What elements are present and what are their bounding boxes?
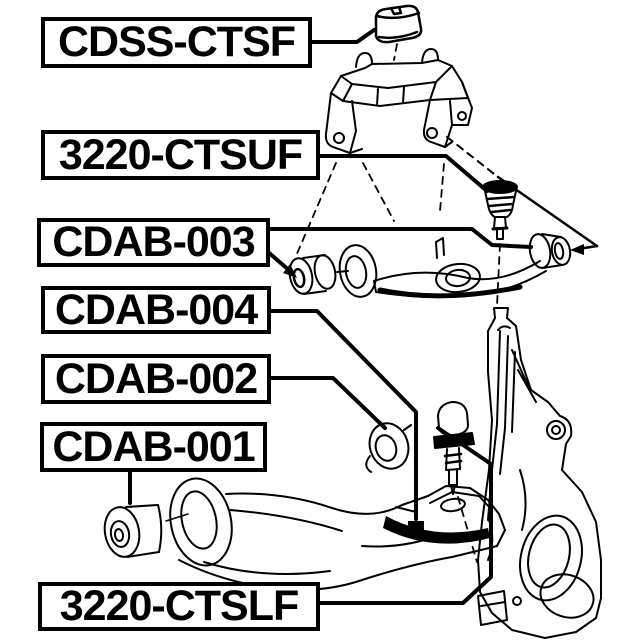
lower-ball-joint-icon	[433, 401, 475, 495]
leader-line-cdab-002	[267, 376, 387, 430]
rear-bushing-marker-icon	[408, 521, 424, 537]
part-label-text: CDAB-001	[52, 422, 255, 471]
part-label-text: CDSS-CTSF	[57, 18, 296, 66]
steering-knuckle-icon	[477, 307, 602, 639]
part-label-cdab-001: CDAB-001	[40, 422, 267, 472]
lower-arm-front-bushing-icon	[103, 504, 163, 558]
part-label-3220-ctsuf: 3220-CTSUF	[41, 130, 320, 180]
part-label-cdab-003: CDAB-003	[37, 218, 270, 267]
part-label-cdab-004: CDAB-004	[41, 286, 271, 334]
part-label-text: CDAB-002	[54, 354, 258, 403]
upper-arm-bushing-left-icon	[288, 254, 337, 295]
upper-arm-bracket-icon	[324, 48, 473, 154]
upper-control-arm-icon	[288, 233, 572, 299]
leader-line-cdab-004	[267, 309, 418, 521]
part-label-cdab-002: CDAB-002	[41, 354, 271, 404]
part-label-text: CDAB-003	[52, 218, 255, 266]
lower-arm-vertical-bushing-icon	[365, 422, 412, 473]
part-label-3220-ctslf: 3220-CTSLF	[38, 582, 320, 631]
leader-line-3220-ctsuf	[316, 154, 489, 193]
pointer-line-upper-arm-bushing	[446, 136, 599, 255]
upper-arm-bushing-right-icon	[528, 233, 572, 269]
leader-line-cdss-ctsf	[310, 28, 376, 44]
leader-line-3220-ctslf	[316, 426, 493, 605]
part-label-text: CDAB-004	[54, 285, 258, 334]
part-label-cdss-ctsf: CDSS-CTSF	[41, 17, 312, 68]
leader-line-cdab-003-right	[266, 227, 533, 249]
upper-arm-bushing-middle-icon	[336, 244, 378, 298]
lower-control-arm-icon	[103, 477, 506, 591]
part-label-text: 3220-CTSUF	[58, 130, 303, 179]
bump-stop-icon	[374, 4, 423, 44]
part-label-text: 3220-CTSLF	[59, 582, 300, 630]
upper-ball-joint-icon	[482, 180, 518, 240]
